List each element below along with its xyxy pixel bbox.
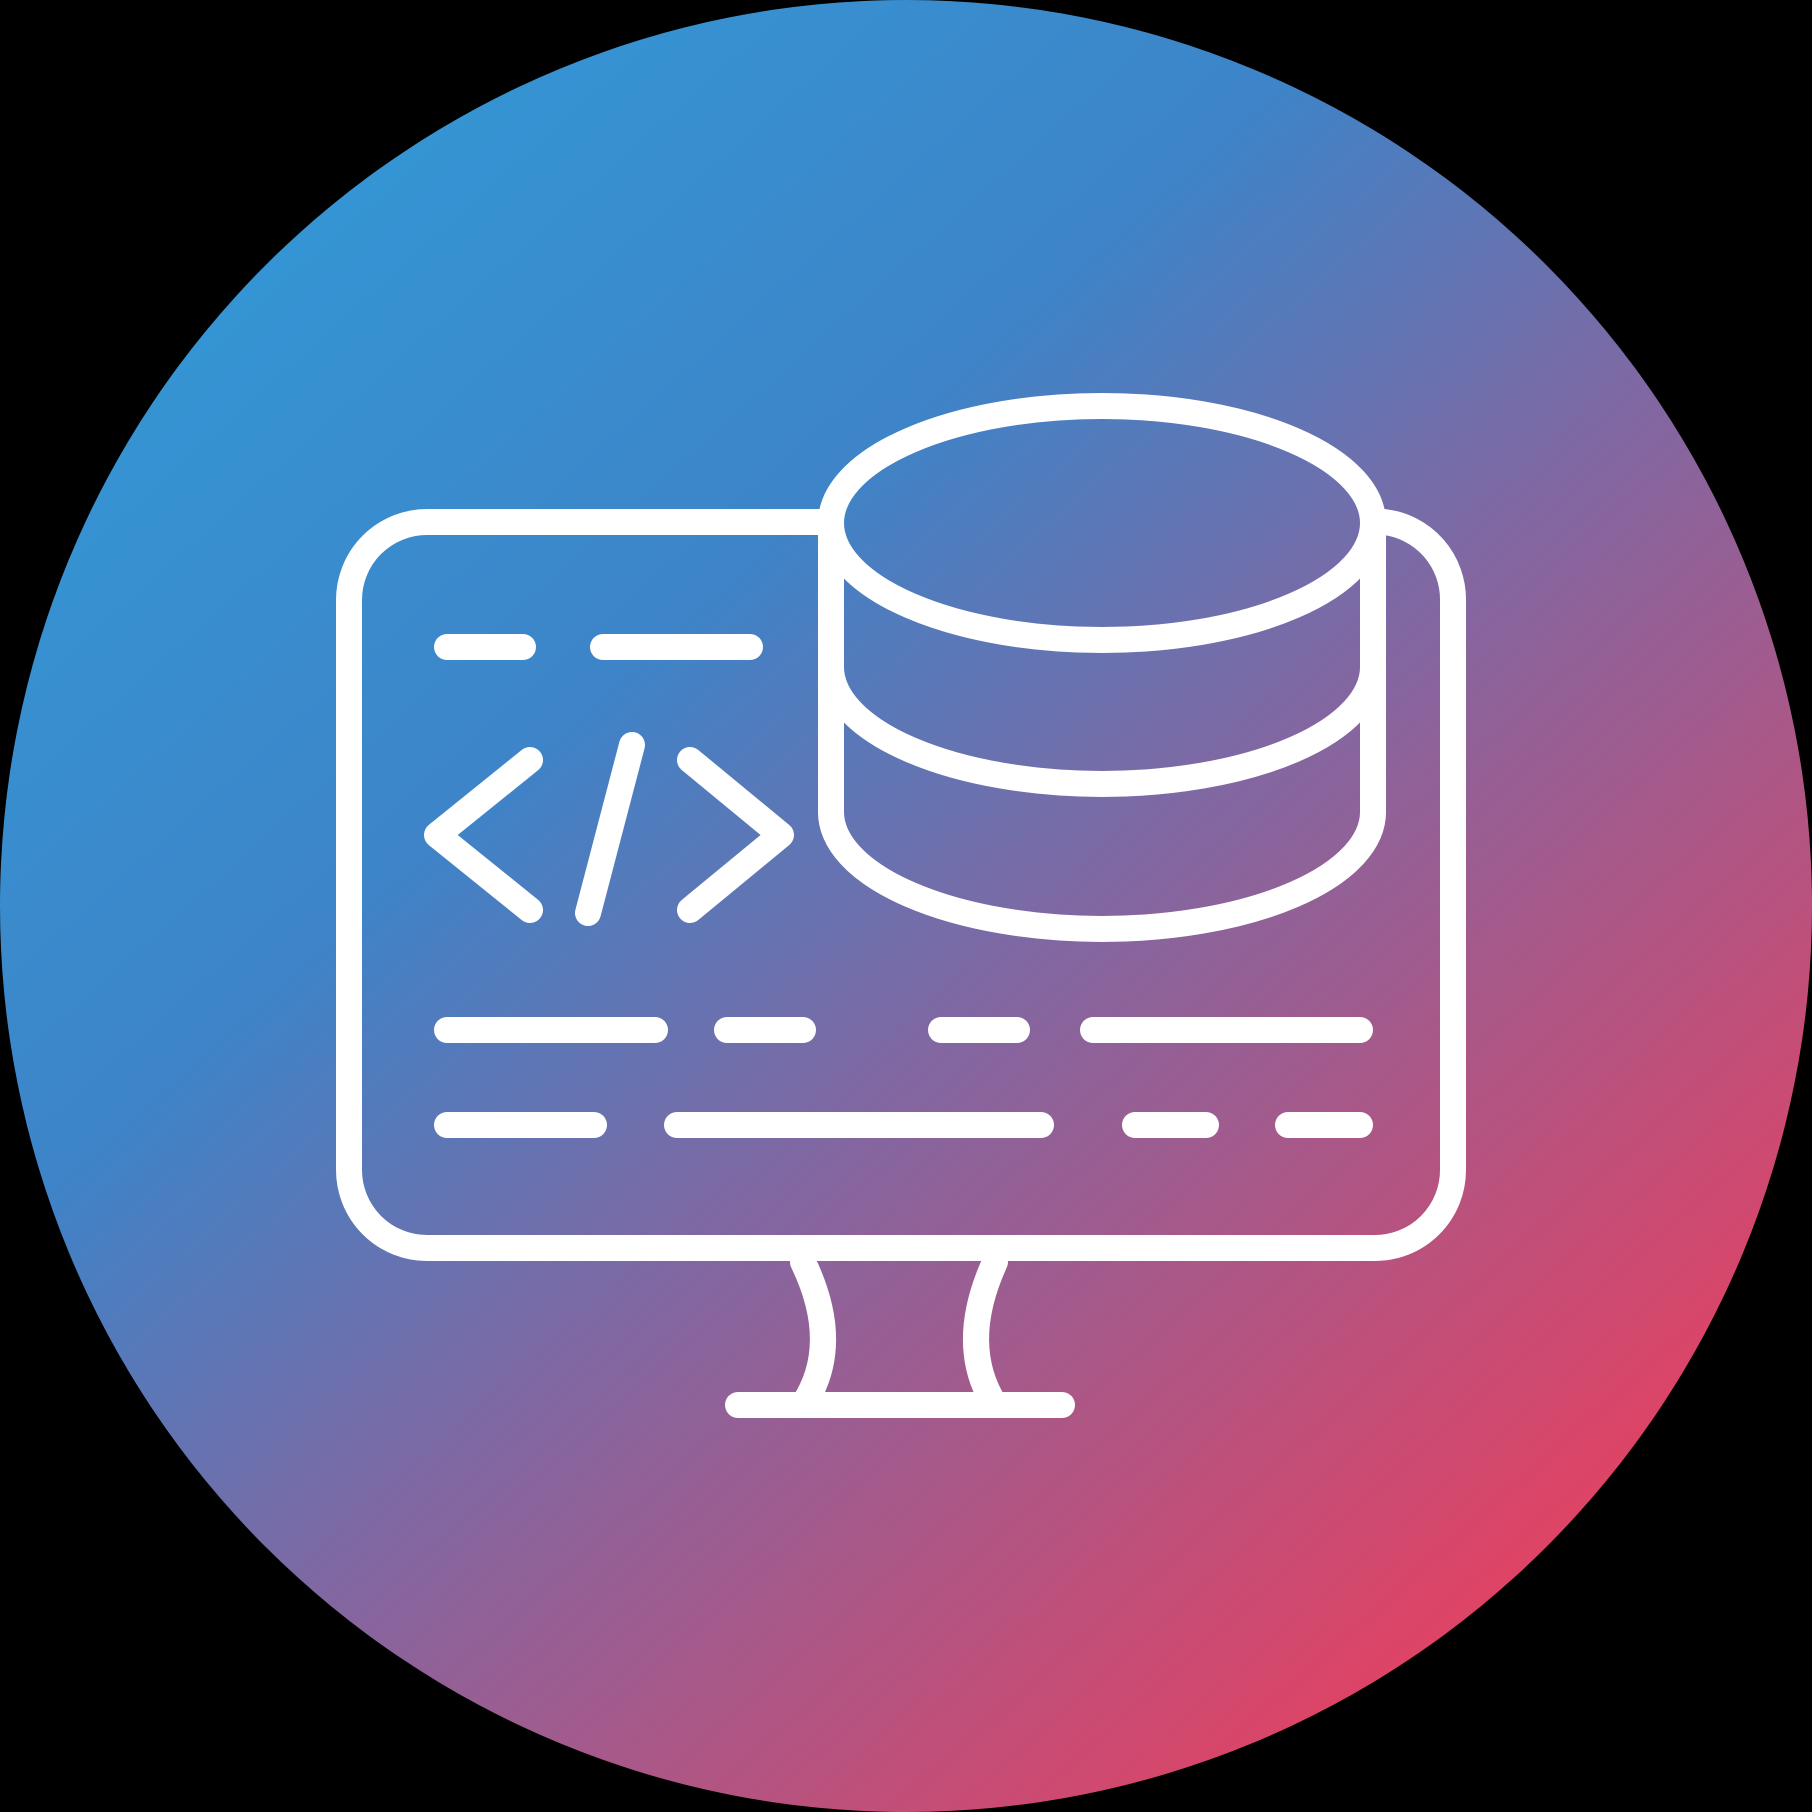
monitor-screen <box>336 509 1467 1261</box>
database-cylinder <box>818 393 1386 942</box>
monitor-stand <box>725 1249 1075 1418</box>
code-text-lines <box>434 634 1373 1138</box>
code-brackets-icon <box>424 732 794 926</box>
